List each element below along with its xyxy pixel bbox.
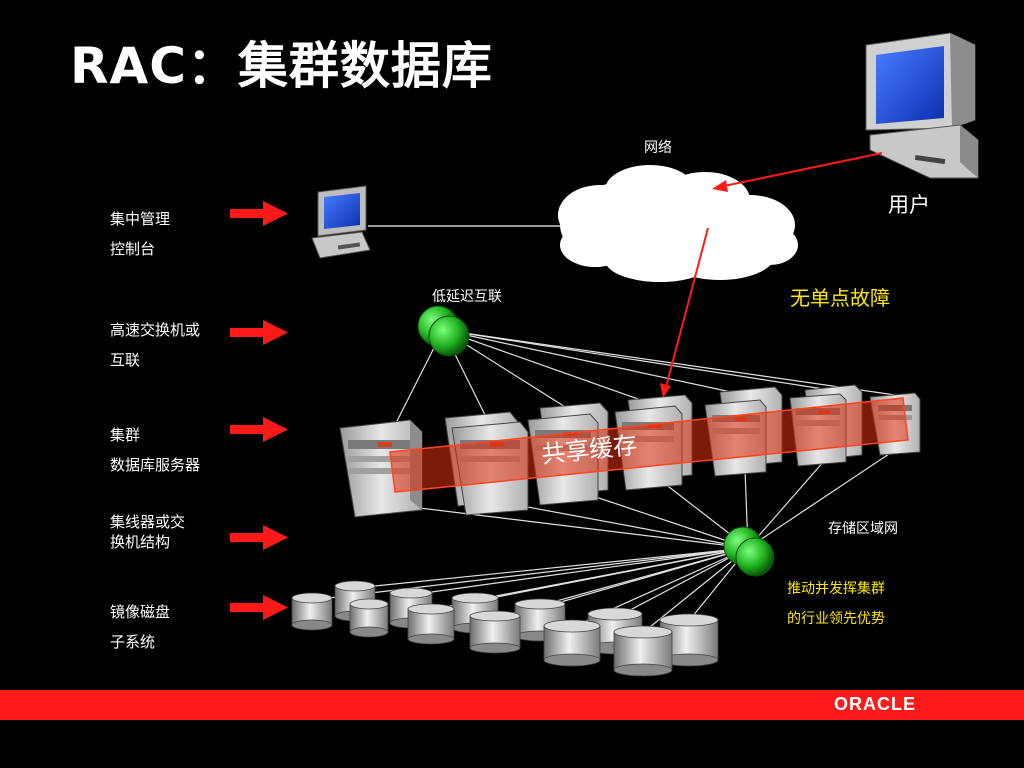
interconnect-switch-icon <box>417 305 470 357</box>
san-server-links <box>394 449 896 549</box>
low-latency-label: 低延迟互联 <box>432 289 502 305</box>
disks-label: 镜像磁盘 子系统 <box>110 603 171 651</box>
network-cloud-icon <box>558 165 798 282</box>
disk-icon <box>469 610 521 654</box>
disk-icon <box>291 592 333 631</box>
hub-label: 集线器或交 换机结构 <box>110 513 186 551</box>
left-arrows <box>230 201 288 620</box>
san-switch-icon <box>723 526 775 577</box>
disk-array-icons <box>291 580 719 677</box>
disk-icon <box>407 603 455 645</box>
oracle-logo: ORACLE <box>834 694 916 714</box>
disk-icon <box>514 598 566 642</box>
interconnect-label: 高速交换机或 互联 <box>110 321 201 369</box>
slide-title: RAC：集群数据库 <box>70 37 493 95</box>
arrow-interconnect <box>230 320 288 345</box>
arrow-hub <box>230 525 288 550</box>
disk-icon <box>613 625 673 677</box>
arrow-servers <box>230 417 288 442</box>
san-label: 存储区域网 <box>828 521 898 537</box>
user-arrow <box>712 152 883 192</box>
footer-bar <box>0 690 1024 720</box>
console-label: 集中管理 控制台 <box>110 210 171 258</box>
user-computer-icon <box>865 32 979 179</box>
promo-line2: 的行业领先优势 <box>787 611 885 627</box>
servers-label: 集群 数据库服务器 <box>110 426 201 474</box>
disk-icon <box>543 619 601 667</box>
user-label: 用户 <box>888 193 930 217</box>
disk-icon <box>349 598 389 638</box>
console-computer-icon <box>311 185 371 259</box>
promo-line1: 推动并发挥集群 <box>787 581 885 597</box>
network-label: 网络 <box>644 140 672 156</box>
no-spof-label: 无单点故障 <box>790 286 890 310</box>
arrow-disks <box>230 595 288 620</box>
shared-cache-band <box>389 397 909 493</box>
cloud-servers-arrow <box>660 227 709 398</box>
arrow-console <box>230 201 288 226</box>
